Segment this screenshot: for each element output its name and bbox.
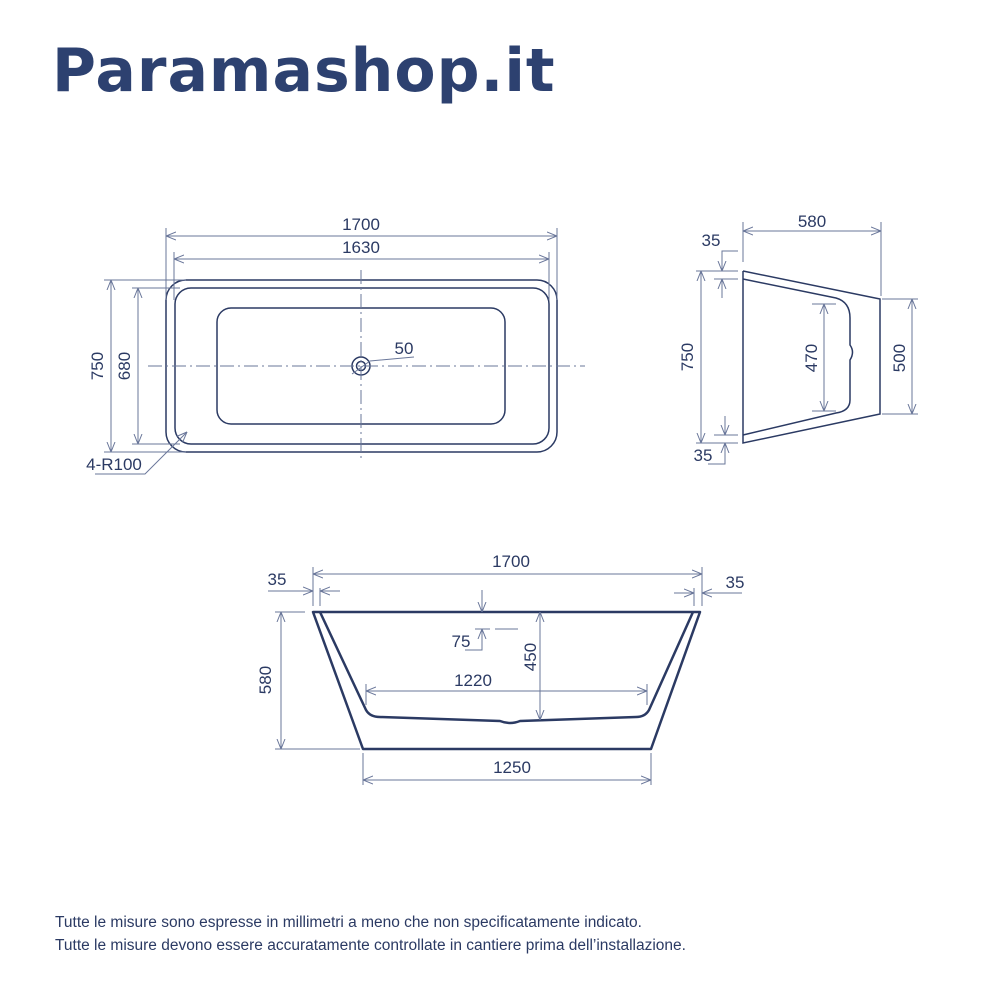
dim-overflow: 75 [452, 632, 471, 651]
dim-inner-length: 1220 [454, 671, 492, 690]
front-view: 1700 35 35 580 75 450 1220 1250 [256, 552, 744, 785]
front-outline [311, 610, 702, 751]
dim-drain: 50 [395, 339, 414, 358]
dim-base-length: 1250 [493, 758, 531, 777]
side-view: 580 750 35 35 470 500 [678, 212, 918, 465]
side-outline [742, 270, 881, 444]
dim-rim-left: 35 [268, 570, 287, 589]
dim-length-inner: 1630 [342, 238, 380, 257]
note-verify: Tutte le misure devono essere accuratame… [55, 937, 686, 954]
dim-width-outer: 750 [88, 352, 107, 380]
dim-rim-top: 35 [702, 231, 721, 250]
dim-rim-bottom: 35 [694, 446, 713, 465]
dim-side-width: 750 [678, 343, 697, 371]
dim-inner-height: 470 [802, 344, 821, 372]
dim-width-inner: 680 [115, 352, 134, 380]
dim-inner-depth: 450 [521, 643, 540, 671]
dim-end-height: 500 [890, 344, 909, 372]
dim-front-height: 580 [256, 666, 275, 694]
dim-rim-right: 35 [726, 573, 745, 592]
dim-corner-radius: 4-R100 [86, 455, 142, 474]
note-units: Tutte le misure sono espresse in millime… [55, 914, 642, 931]
footer-notes: Tutte le misure sono espresse in millime… [55, 911, 686, 957]
dim-front-length: 1700 [492, 552, 530, 571]
dim-length-outer: 1700 [342, 215, 380, 234]
dim-depth: 580 [798, 212, 826, 231]
top-view: 1700 1630 750 680 4-R100 50 [86, 215, 585, 475]
front-inner [318, 611, 695, 725]
side-inner [742, 278, 854, 436]
brand-logo: Paramashop.it [52, 36, 556, 106]
